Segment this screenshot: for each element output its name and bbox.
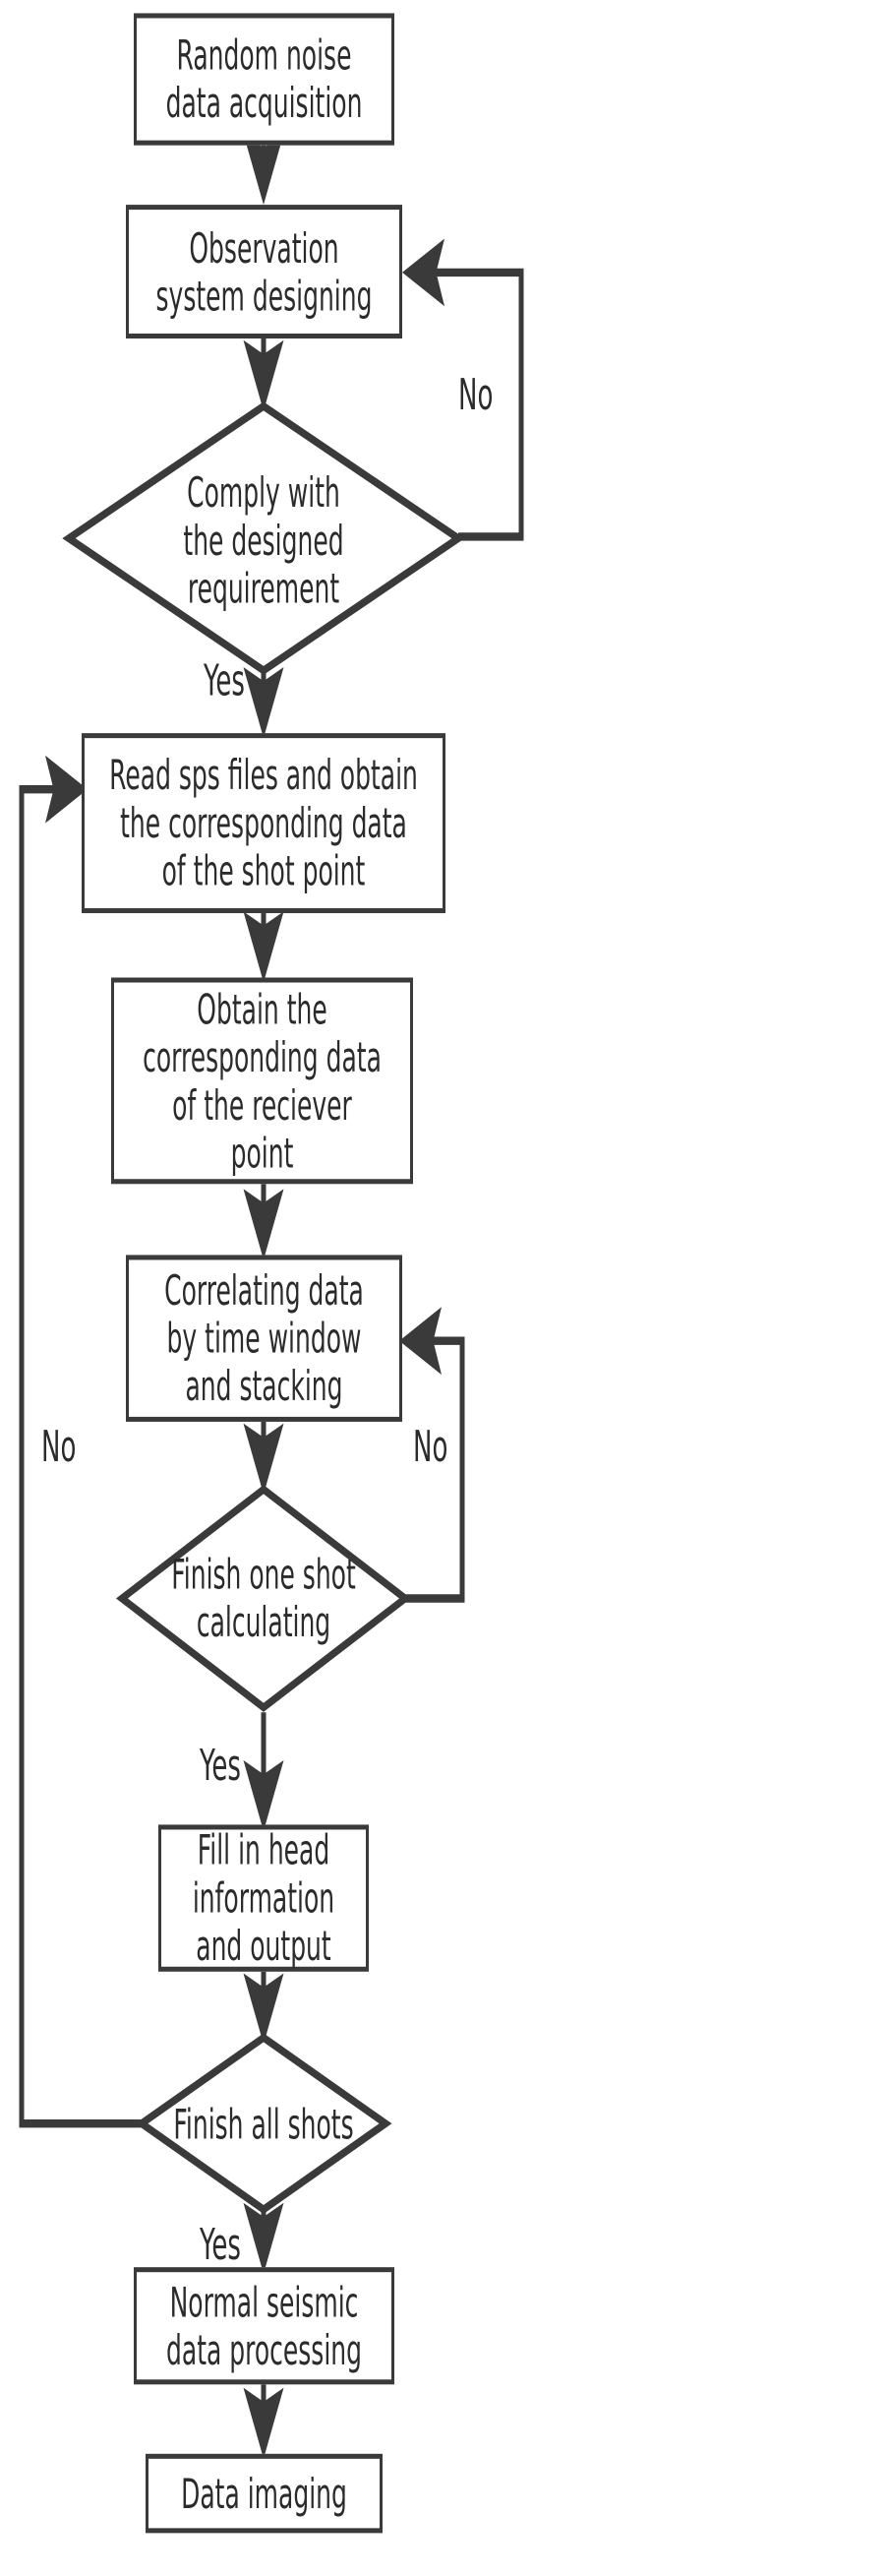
edge-finishall-no-loop bbox=[19, 755, 143, 2128]
node-finish-all-shots[interactable]: Finish all shots bbox=[142, 2084, 385, 2164]
edge-label-comply-no: No bbox=[458, 371, 494, 421]
node-data-imaging[interactable]: Data imaging bbox=[146, 2453, 383, 2534]
node-label: Finish all shots bbox=[173, 2099, 354, 2148]
edge-label-one-shot-yes: Yes bbox=[200, 1742, 241, 1792]
edge-label-all-shots-yes: Yes bbox=[200, 2221, 241, 2271]
edge-label-correlating-no: No bbox=[413, 1423, 448, 1473]
edge-label-comply-yes: Yes bbox=[204, 656, 245, 707]
diamond-comply-with-designed-requirement bbox=[62, 401, 465, 675]
diamond-finish-one-shot-calculating bbox=[115, 1485, 412, 1712]
edge-comply-no-loop bbox=[402, 238, 524, 541]
node-label: Data imaging bbox=[181, 2469, 347, 2518]
edge-label-all-shots-no: No bbox=[41, 1423, 77, 1473]
edge-finishshot-no-loop bbox=[399, 1307, 465, 1603]
diamond-finish-all-shots bbox=[135, 2033, 392, 2214]
